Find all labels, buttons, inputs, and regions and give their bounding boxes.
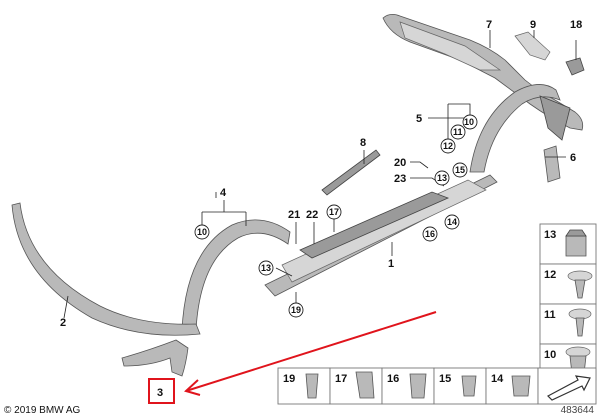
legend-icon-11-head <box>568 308 592 320</box>
callout-circle-17 <box>326 204 342 220</box>
callout-circle-13-front <box>258 260 274 276</box>
part-18-cap <box>565 57 585 76</box>
reference-code: 483644 <box>560 405 594 416</box>
callout-10-rear: 10 <box>464 117 474 127</box>
callout-22: 22 <box>306 209 318 221</box>
legend-label-17: 17 <box>335 373 347 385</box>
legend-icon-10-head <box>565 346 591 358</box>
callout-10-front: 10 <box>197 227 207 237</box>
callout-1: 1 <box>388 258 394 270</box>
callout-14: 14 <box>447 217 457 227</box>
legend-label-14: 14 <box>491 373 504 385</box>
callout-circle-15 <box>452 162 468 178</box>
callout-4: 4 <box>220 187 227 199</box>
legend-label-16: 16 <box>387 373 399 385</box>
callout-circle-10-front <box>194 224 210 240</box>
callout-circle-13-rear <box>434 170 450 186</box>
callout-5: 5 <box>416 113 422 125</box>
legend-icon-13-clip-top <box>565 229 587 237</box>
legend-label-13: 13 <box>544 229 556 241</box>
callout-19: 19 <box>291 305 301 315</box>
callout-7: 7 <box>486 19 492 31</box>
legend-icon-17 <box>355 371 375 399</box>
callout-23: 23 <box>394 173 406 185</box>
part-7-inner <box>399 21 502 71</box>
part-1-sill-face <box>281 179 487 283</box>
callout-circle-12 <box>440 138 456 154</box>
callout-13-rear: 13 <box>437 173 447 183</box>
callout-8: 8 <box>360 137 366 149</box>
callout-11: 11 <box>453 127 463 137</box>
callout-circle-19 <box>288 302 304 318</box>
legend-icon-19 <box>305 373 319 399</box>
bottom-legend: 19 17 16 15 14 <box>277 367 597 405</box>
part-4-front-wheel-arch <box>181 219 291 331</box>
callout-circle-14 <box>444 214 460 230</box>
part-6-flap <box>543 145 561 183</box>
part-2-bumper-trim <box>11 202 201 336</box>
arrow-icon <box>547 375 591 401</box>
copyright-text: © 2019 BMW AG <box>4 405 81 416</box>
legend-box-12 <box>539 263 597 305</box>
callout-circle-10-rear <box>462 114 478 130</box>
callout-15: 15 <box>455 165 465 175</box>
legend-icon-14 <box>511 375 531 397</box>
legend-icon-11-stem <box>575 317 585 337</box>
highlight-box-part-3 <box>148 378 175 404</box>
callout-21: 21 <box>288 209 300 221</box>
legend-label-11: 11 <box>544 309 556 321</box>
legend-label-19: 19 <box>283 373 295 385</box>
callout-2: 2 <box>60 317 66 329</box>
highlight-arrow <box>185 311 437 392</box>
callout-20: 20 <box>394 157 406 169</box>
part-1-sill-top <box>299 191 450 259</box>
legend-label-15: 15 <box>439 373 451 385</box>
part-9-bracket <box>514 31 551 61</box>
side-legend: 13 12 11 10 <box>539 223 597 381</box>
callout-3: 3 <box>157 387 163 399</box>
callout-circle-11 <box>450 124 466 140</box>
legend-label-12: 12 <box>544 269 556 281</box>
callout-18: 18 <box>570 19 582 31</box>
part-8-strip <box>321 149 381 196</box>
callout-9: 9 <box>530 19 536 31</box>
part-3-flap <box>121 339 189 377</box>
legend-icon-12-head <box>567 270 593 282</box>
callout-6: 6 <box>570 152 576 164</box>
legend-icon-12-stem <box>574 279 586 299</box>
callout-12: 12 <box>443 141 453 151</box>
callout-16: 16 <box>425 229 435 239</box>
callout-13-front: 13 <box>261 263 271 273</box>
leader-lines <box>63 30 577 319</box>
legend-icon-16 <box>409 373 427 399</box>
legend-box-19 <box>277 367 331 405</box>
legend-icon-13-clip <box>565 235 587 257</box>
part-5-arch-edge <box>539 95 571 141</box>
legend-label-10: 10 <box>544 349 556 361</box>
part-5-rear-wheel-arch <box>469 84 561 173</box>
callout-17: 17 <box>329 207 339 217</box>
highlight-arrowhead <box>184 379 201 396</box>
legend-box-15 <box>433 367 487 405</box>
callout-circle-16 <box>422 226 438 242</box>
legend-icon-15 <box>461 375 477 397</box>
